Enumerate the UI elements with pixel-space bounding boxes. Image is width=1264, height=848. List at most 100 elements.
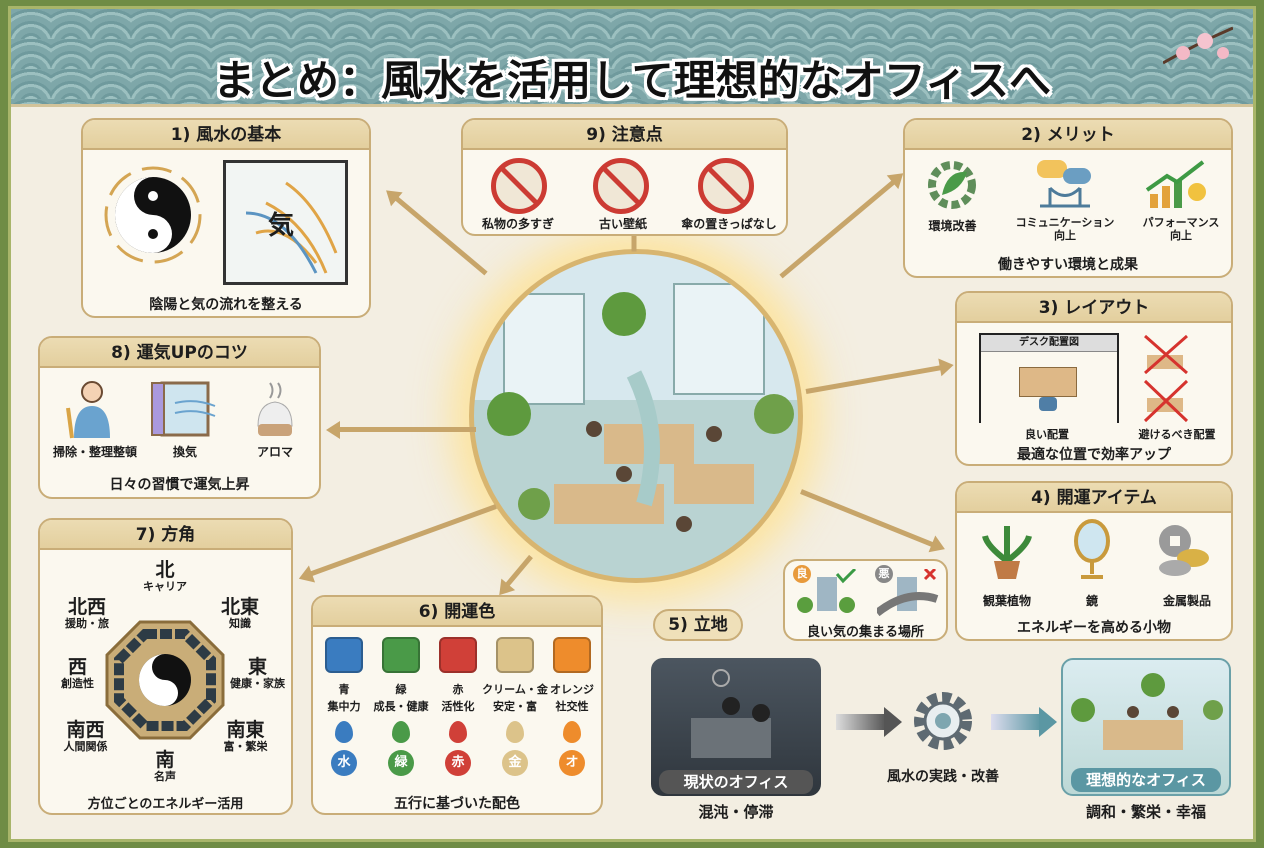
infographic: まとめ：風水を活用して理想的なオフィスへ 1) 風水の基本 気 陰陽と気の流れを… (8, 6, 1256, 842)
desk-icon (1019, 367, 1077, 397)
chaotic-office-scene-icon (691, 669, 771, 758)
panel-caption: 良い気の集まる場所 (806, 625, 924, 640)
panel-header: 9) 注意点 (463, 120, 786, 150)
aroma-diffuser-icon (257, 382, 293, 436)
element-badge: 水 (331, 750, 357, 776)
ki-character: 気 (268, 211, 295, 241)
color-meaning: 成長・健康 (373, 700, 429, 713)
no-umbrella-icon (698, 158, 754, 214)
direction-north: 北キャリア (143, 559, 187, 593)
color-swatch (382, 637, 420, 673)
element-badge: 赤 (445, 750, 471, 776)
color-meaning: 社交性 (555, 700, 589, 713)
color-meaning: 安定・富 (493, 700, 537, 713)
current-office-label: 現状のオフィス (659, 770, 813, 794)
panel-header: 6) 開運色 (313, 597, 601, 627)
desk-layout-diagram: デスク配置図 (979, 333, 1119, 423)
bagua-yin-yang-icon (105, 620, 225, 740)
color-swatch (553, 637, 591, 673)
title-banner: まとめ：風水を活用して理想的なオフィスへ (11, 9, 1253, 107)
panel-caption: 働きやすい環境と成果 (998, 257, 1138, 273)
arrow-to-merits (779, 178, 898, 279)
floor-plan-diagram: 気 (223, 160, 348, 285)
item-label: 鏡 (1085, 594, 1098, 608)
harmonious-office-scene-icon (1071, 673, 1223, 750)
color-name: 赤 (452, 683, 464, 696)
arrow-to-items (800, 489, 937, 549)
panel-luck-tips: 8) 運気UPのコツ 掃除・整理整頓 換気 アロマ 日々の習慣で運気上昇 (38, 336, 321, 499)
merit-label: 環境改善 (928, 219, 977, 233)
direction-east: 東健康・家族 (230, 656, 285, 690)
growth-chart-icon (1145, 160, 1206, 208)
bad-layout-label: 避けるべき配置 (1138, 428, 1216, 441)
cherry-blossom-icon (1163, 26, 1233, 65)
item-label: 金属製品 (1162, 594, 1211, 608)
panel-caption: 陰陽と気の流れを整える (149, 297, 303, 313)
item-label: 観葉植物 (982, 594, 1031, 608)
good-location-icon (797, 569, 857, 613)
metal-coins-icon (1159, 525, 1209, 576)
panel-header: 4) 開運アイテム (957, 483, 1231, 513)
ideal-office-label: 理想的なオフィス (1071, 768, 1221, 792)
color-meaning: 集中力 (327, 700, 361, 713)
current-office-image: 現状のオフィス (651, 658, 821, 796)
tip-label: アロマ (256, 445, 293, 459)
panel-header: 1) 風水の基本 (83, 120, 369, 150)
ideal-office-image: 理想的なオフィス (1061, 658, 1231, 796)
color-name: オレンジ (550, 683, 594, 696)
color-name: 緑 (395, 683, 407, 696)
ideal-office-state: 調和・繁栄・幸福 (1085, 803, 1206, 821)
direction-northwest: 北西援助・旅 (65, 596, 109, 630)
plant-icon (982, 526, 1032, 579)
panel-layout: 3) レイアウト デスク配置図 良い配置 避けるべき配置 最適な位置で効率アップ (955, 291, 1233, 466)
color-swatch (496, 637, 534, 673)
color-swatch (439, 637, 477, 673)
gear-leaf-icon (928, 161, 976, 209)
yin-yang-icon (104, 166, 202, 264)
panel-caption: 日々の習慣で運気上昇 (109, 477, 250, 493)
color-meaning: 活性化 (441, 700, 475, 713)
panel-caption: 五行に基づいた配色 (394, 796, 520, 812)
caution-label: 傘の置きっぱなし (681, 217, 777, 231)
open-window-icon (151, 381, 216, 437)
location-heading: 5) 立地 (653, 609, 743, 641)
panel-header: 2) メリット (905, 120, 1231, 150)
process-arrow-2-head (1039, 707, 1057, 737)
process-label: 風水の実践・改善 (887, 769, 999, 785)
good-layout-label: 良い配置 (1025, 428, 1069, 441)
arrow-to-directions (307, 504, 497, 578)
process-arrow-1 (836, 714, 886, 730)
panel-header: 8) 運気UPのコツ (40, 338, 319, 368)
process-arrow-2 (991, 714, 1041, 730)
panel-lucky-items: 4) 開運アイテム 観葉植物 鏡 金属製品 エネルギーを高める小物 (955, 481, 1233, 641)
central-office-illustration (469, 249, 803, 583)
panel-caption: エネルギーを高める小物 (1017, 620, 1171, 636)
panel-caption: 方位ごとのエネルギー活用 (87, 797, 244, 812)
direction-southeast: 南東富・繁栄 (223, 719, 268, 753)
process-arrow-1-head (884, 707, 902, 737)
tip-label: 掃除・整理整頓 (52, 445, 137, 459)
office-scene-icon (487, 283, 794, 532)
panel-caption: 最適な位置で効率アップ (1017, 447, 1171, 463)
color-name: クリーム・金 (482, 683, 548, 696)
chair-icon (1039, 397, 1057, 411)
diagram-title: デスク配置図 (981, 335, 1117, 352)
direction-southwest: 南西人間関係 (63, 719, 108, 753)
panel-basics: 1) 風水の基本 気 陰陽と気の流れを整える (81, 118, 371, 318)
good-badge: 良 (793, 565, 811, 583)
arrow-to-colors (503, 554, 533, 589)
panel-cautions: 9) 注意点 私物の多すぎ 古い壁紙 傘の置きっぱなし (461, 118, 788, 236)
panel-directions: 7) 方角 北キャリア 北東知識 東健康・家族 南東富・繁栄 南名声 南西人間関… (38, 518, 293, 815)
color-swatch (325, 637, 363, 673)
bad-layout-crossed-icon (1143, 334, 1189, 423)
element-badge: 緑 (388, 750, 414, 776)
current-office-state: 混沌・停滞 (698, 803, 774, 821)
element-symbol-icon (563, 721, 581, 743)
merit-label: コミュニケーション 向上 (1015, 216, 1115, 242)
element-badge: オ (559, 750, 585, 776)
merit-label: パフォーマンス 向上 (1142, 216, 1220, 242)
element-symbol-icon (449, 721, 467, 743)
panel-lucky-colors: 6) 開運色 青 集中力 水 緑 成長・健康 緑 赤 活性化 赤 クリーム・金 … (311, 595, 603, 815)
element-symbol-icon (392, 721, 410, 743)
energy-flow-arrows-icon (245, 181, 338, 274)
